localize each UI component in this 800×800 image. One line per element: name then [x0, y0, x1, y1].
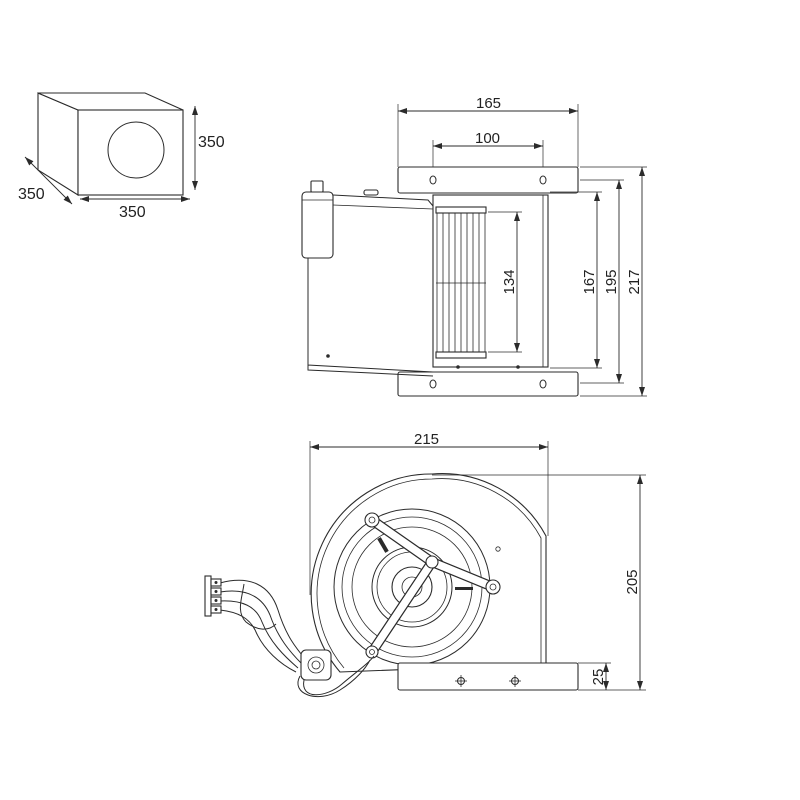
isometric-box-view: 350 350 350	[18, 92, 225, 221]
bracket-mount-point	[364, 512, 380, 528]
flange-bolt-hole	[509, 675, 521, 687]
terminal-screw	[214, 608, 218, 611]
mounting-hole	[539, 175, 547, 185]
box-left-face	[37, 92, 79, 196]
bracket-mount-point	[425, 555, 439, 569]
bottom-mounting-flange	[397, 371, 579, 397]
box-depth-dimension-line	[24, 156, 73, 205]
overall-width-label: 165	[476, 95, 501, 112]
box-depth-label: 350	[18, 186, 45, 203]
wire	[239, 583, 277, 630]
wire	[219, 579, 307, 661]
housing-screw	[495, 546, 501, 552]
fan-housing-side	[432, 194, 549, 368]
motor-mounting-bracket	[364, 512, 501, 659]
box-height-label: 350	[198, 134, 225, 151]
impeller-blades	[436, 213, 486, 352]
hole-spacing-label: 100	[475, 130, 500, 147]
impeller-height-label: 134	[501, 269, 518, 294]
terminal-screw	[214, 599, 218, 602]
grommet-hole	[307, 656, 325, 674]
hole-height-label: 195	[603, 269, 620, 294]
inner-height-label: 167	[581, 269, 598, 294]
box-width-label: 350	[119, 204, 146, 221]
bracket-bolt	[489, 583, 497, 591]
box-outlet-circle	[107, 121, 165, 179]
box-front-face	[77, 109, 184, 196]
flange-height-label: 25	[590, 669, 607, 686]
terminal-block	[204, 575, 222, 617]
wiring-harness	[219, 579, 375, 698]
front-height-label: 205	[624, 569, 641, 594]
bracket-mount-point	[365, 645, 379, 659]
terminal-strip	[204, 575, 212, 617]
overall-height-label: 217	[626, 269, 643, 294]
impeller-bottom-band	[435, 351, 487, 359]
flange-bolt-hole	[455, 675, 467, 687]
front-mounting-flange	[397, 662, 579, 691]
bracket-slot	[377, 537, 389, 553]
mounting-hole	[429, 379, 437, 389]
top-mounting-flange	[397, 166, 579, 194]
wire-loop	[303, 655, 375, 696]
terminal-screw	[214, 590, 218, 593]
flange-bolt	[456, 365, 460, 369]
terminal-screw	[214, 581, 218, 584]
mounting-hole	[539, 379, 547, 389]
bracket-slot	[455, 587, 473, 590]
front-width-label: 215	[414, 431, 439, 448]
grommet-core	[311, 660, 321, 670]
bracket-bolt	[369, 649, 375, 655]
mounting-hole	[429, 175, 437, 185]
bracket-bolt	[368, 516, 376, 524]
motor-top-bump	[363, 189, 379, 196]
capacitor-terminal	[310, 180, 324, 193]
capacitor	[301, 191, 334, 259]
cable-grommet	[300, 649, 332, 681]
wire	[219, 600, 299, 669]
front-view: 215	[204, 431, 646, 698]
wire-loop	[297, 659, 371, 698]
impeller-top-band	[435, 206, 487, 214]
side-view: 165 100	[301, 95, 647, 397]
motor-housing-outline	[307, 194, 434, 377]
bracket-mount-point	[485, 579, 501, 595]
scroll-housing-inner	[316, 478, 542, 669]
wire	[219, 590, 303, 665]
wire	[219, 609, 297, 673]
motor-bolt	[326, 354, 330, 358]
flange-bolt	[516, 365, 520, 369]
motor-plate-line	[332, 204, 434, 210]
